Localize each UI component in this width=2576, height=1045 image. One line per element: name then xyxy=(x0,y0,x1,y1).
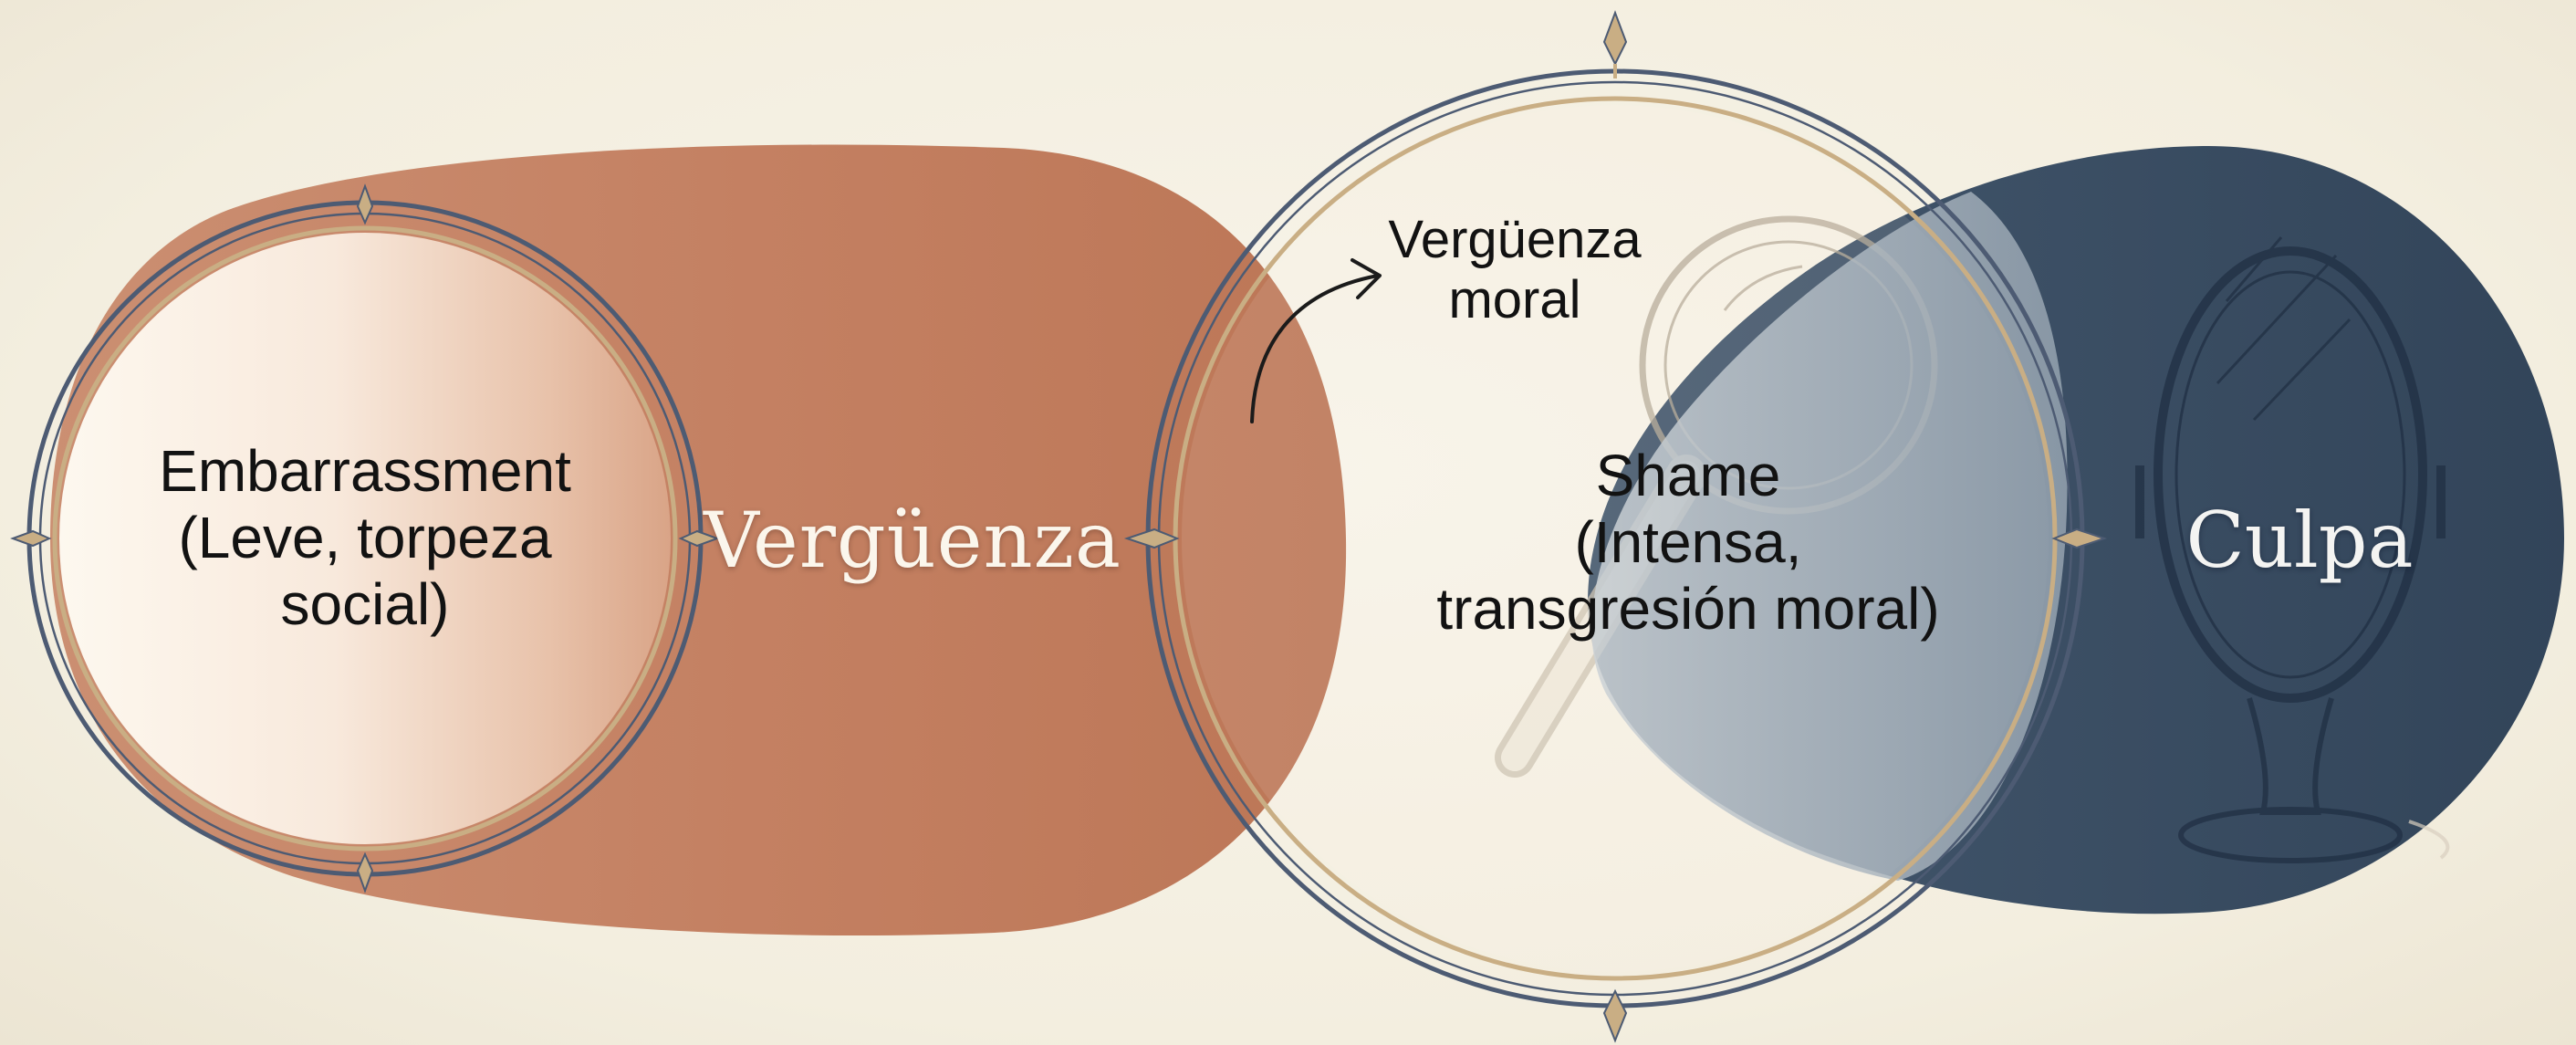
embarrassment-label: Embarrassment (Leve, torpeza social) xyxy=(91,438,639,638)
shame-subtitle-line2: transgresión moral) xyxy=(1436,575,1940,642)
embarrassment-circle xyxy=(59,233,671,844)
embarrassment-subtitle-line2: social) xyxy=(280,570,450,637)
verguenza-moral-label: Vergüenza moral xyxy=(1351,210,1679,330)
shame-subtitle-line1: (Intensa, xyxy=(1574,508,1802,575)
embarrassment-title: Embarrassment xyxy=(159,438,571,504)
verguenza-moral-line2: moral xyxy=(1448,270,1581,330)
verguenza-label: Vergüenza xyxy=(704,496,1121,585)
shame-frame xyxy=(1123,10,2108,1043)
lens-overlap-shape xyxy=(1591,192,2068,881)
standing-mirror-icon xyxy=(2135,236,2450,863)
shame-label: Shame (Intensa, transgresión moral) xyxy=(1332,443,2044,643)
curved-arrow-icon xyxy=(1250,258,1382,423)
embarrassment-subtitle-line1: (Leve, torpeza xyxy=(178,504,552,570)
shame-title: Shame xyxy=(1595,443,1781,508)
verguenza-moral-line1: Vergüenza xyxy=(1388,210,1642,269)
culpa-label: Culpa xyxy=(2185,496,2414,585)
embarrassment-frame xyxy=(10,183,720,893)
